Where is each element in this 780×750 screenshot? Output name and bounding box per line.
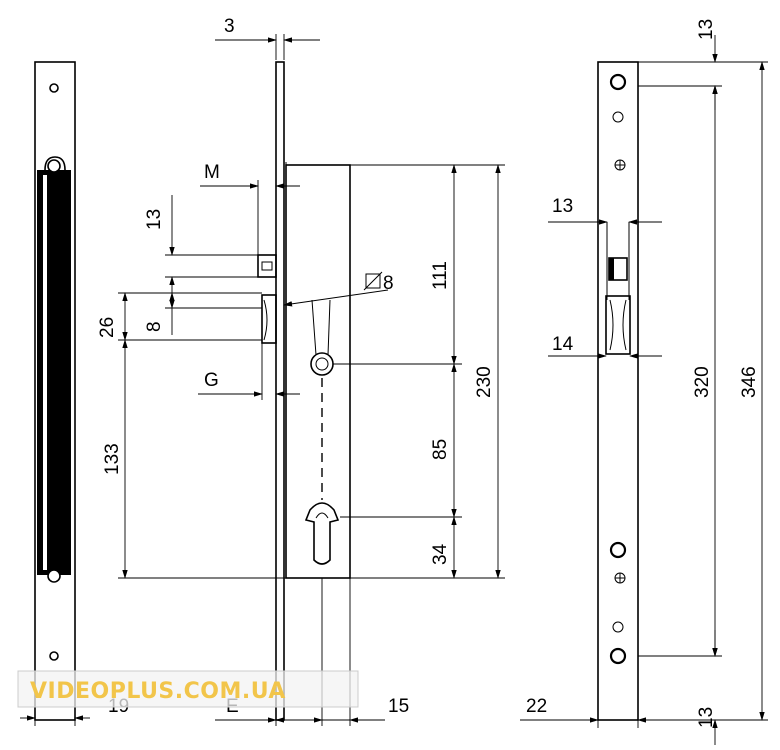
- dim-230-label: 230: [474, 366, 495, 398]
- handle-follower-inner: [315, 357, 329, 371]
- strike-upper-screw: [47, 159, 61, 173]
- front-hole-lower: [612, 621, 624, 633]
- dim-111-label: 111: [430, 261, 451, 290]
- r-dim-13-label: 13: [552, 196, 573, 217]
- lock-body-view: 3 M 13 26 8 133 G 8: [97, 16, 505, 726]
- dim-M-label: M: [204, 162, 220, 183]
- r-dim-346-label: 346: [739, 366, 760, 398]
- r-dim-320-label: 320: [692, 366, 713, 398]
- watermark: VIDEOPLUS.COM.UA: [17, 670, 359, 708]
- dim-26-label: 26: [97, 317, 118, 338]
- diameter-icon: [363, 271, 383, 291]
- front-screw-bottom: [609, 647, 627, 665]
- front-screw-lower: [609, 541, 627, 559]
- dead-bolt: [261, 294, 277, 344]
- dim-133-label: 133: [102, 443, 123, 475]
- cylinder-profile: [304, 502, 340, 565]
- faceplate-front-view: 13 14 13 320 346 13 22: [520, 19, 768, 745]
- dim-G-label: G: [204, 370, 219, 391]
- front-screw-top: [609, 73, 627, 91]
- r-dim-13-bottom-label: 13: [696, 707, 717, 728]
- front-screw-3-icon: [614, 159, 626, 171]
- watermark-text: VIDEOPLUS.COM.UA: [30, 679, 286, 704]
- strike-plate-view: 19: [20, 61, 129, 726]
- cylinder-profile-inner: [315, 512, 329, 519]
- strike-slot-highlight: [43, 175, 47, 570]
- dim-3-label: 3: [224, 16, 235, 37]
- dim-15-label: 15: [388, 696, 409, 717]
- strike-top-screw-hole: [49, 83, 59, 93]
- front-latch-shade: [609, 258, 614, 280]
- handle-follower: [310, 352, 334, 376]
- faceplate: [275, 61, 285, 721]
- strike-plate-outline: [34, 61, 76, 721]
- front-hole-2: [612, 111, 624, 123]
- strike-lower-screw: [47, 569, 61, 583]
- watermark-band: [17, 670, 359, 708]
- strike-slot-body: [37, 170, 71, 575]
- r-dim-13-top-label: 13: [696, 19, 717, 40]
- front-bolt-contour: [609, 299, 627, 351]
- dim-diam8-leader: [283, 289, 389, 307]
- dim-34-label: 34: [430, 543, 451, 565]
- front-plate-outline: [597, 61, 639, 721]
- front-bolt-opening: [605, 295, 631, 355]
- dim-diam8-label: 8: [383, 273, 394, 294]
- lock-case: [285, 164, 351, 579]
- latch-bolt-inner: [261, 261, 273, 271]
- strike-slot-top: [44, 156, 66, 171]
- dead-bolt-contour: [263, 299, 268, 341]
- front-screw-lower-2-icon: [614, 572, 626, 584]
- r-dim-22-label: 22: [526, 696, 547, 717]
- r-dim-14-label: 14: [552, 334, 574, 355]
- latch-bolt: [257, 254, 277, 278]
- follower-lever: [311, 299, 331, 356]
- dim-8-label: 8: [144, 321, 165, 332]
- dim-13-label: 13: [144, 209, 165, 230]
- dim-85-label: 85: [430, 439, 451, 460]
- strike-bottom-screw-hole: [49, 651, 59, 661]
